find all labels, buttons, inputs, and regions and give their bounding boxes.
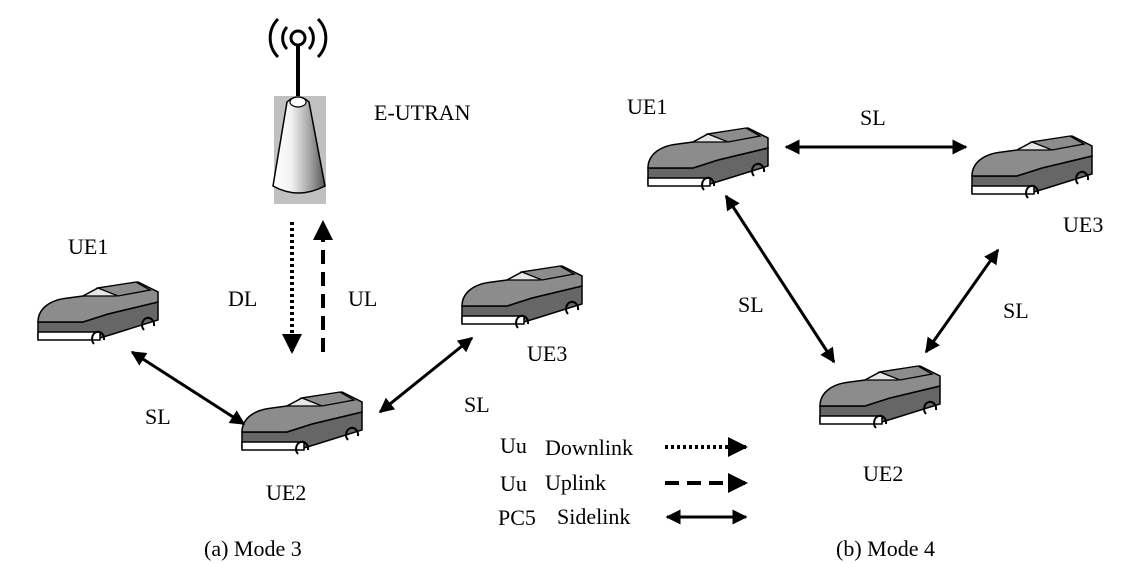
antenna-icon [268,17,328,98]
mode3-sl-arrow-right [378,336,474,414]
legend-interface-downlink: Uu [500,433,527,458]
mode3-sl-right-label: SL [464,392,490,417]
mode4-sl-arrow-right [924,248,1000,354]
mode3-caption: (a) Mode 3 [204,536,302,561]
car-icon [647,127,769,191]
mode4-ue1-label: UE1 [627,94,667,119]
car-icon [37,281,159,345]
car-icon [461,265,583,329]
car-icon [819,365,941,429]
mode4-sl-right-label: SL [1003,298,1029,323]
base-station-tower-icon [272,96,326,204]
legend-interface-sidelink: PC5 [498,505,536,530]
mode4-caption: (b) Mode 4 [836,536,935,561]
legend-interface-uplink: Uu [500,471,527,496]
legend-name-uplink: Uplink [545,470,606,495]
mode4-sl-arrow-left [724,194,836,364]
legend-name-sidelink: Sidelink [557,504,630,529]
mode3-sl-left-label: SL [145,404,171,429]
mode3-ue1-label: UE1 [68,234,108,259]
ul-label: UL [348,286,377,311]
mode3-sl-arrow-left [130,350,246,426]
car-icon [971,135,1093,199]
mode4-sl-left-label: SL [738,292,764,317]
mode3-ue3-label: UE3 [527,341,567,366]
dl-label: DL [228,286,257,311]
legend: Uu Downlink Uu Uplink PC5 Sidelink [498,433,748,530]
mode4-ue2-label: UE2 [863,461,903,486]
car-icon [241,391,363,455]
mode4-ue3-label: UE3 [1063,212,1103,237]
legend-name-downlink: Downlink [545,435,633,460]
e-utran-label: E-UTRAN [374,100,471,125]
mode4-sl-top-label: SL [860,105,886,130]
mode3-ue2-label: UE2 [266,480,306,505]
